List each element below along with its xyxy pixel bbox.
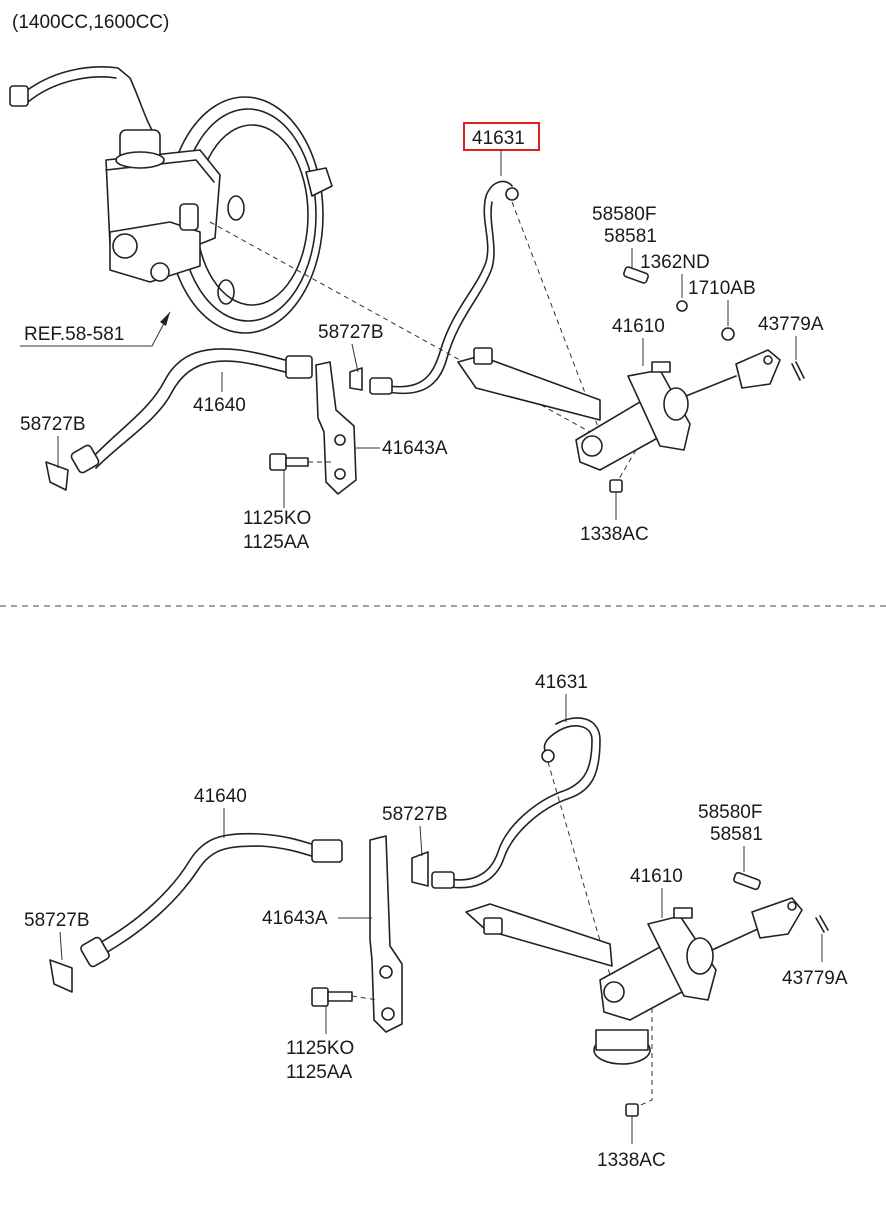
label-58727b-mid-upper: 58727B [318,322,384,343]
label-41640-upper: 41640 [193,395,246,416]
label-1125aa-upper: 1125AA [243,532,310,553]
label-1125aa-lower: 1125AA [286,1062,353,1083]
hose-41640-upper [70,348,313,474]
cotter-pin-43779a-upper [791,361,805,381]
label-41640-lower: 41640 [194,786,247,807]
ring-1710ab-upper [721,327,735,341]
label-58580f-lower: 58580F [698,802,762,823]
label-58581-upper: 58581 [604,226,657,247]
bracket-41643a-upper [315,361,357,495]
cotter-pin-43779a-lower [815,915,829,933]
label-41643a-upper: 41643A [382,438,448,459]
clip-mid-lower [411,851,429,887]
bolt-58580f-lower [733,871,761,891]
bolt-1125-lower [311,987,353,1007]
label-1710ab-upper: 1710AB [688,278,756,299]
label-41610-lower: 41610 [630,866,683,887]
upper-diagram: REF.58-581 41631 41640 58727B [9,66,824,553]
brake-booster-assembly [9,66,333,334]
clip-left-lower [49,959,73,993]
label-58727b-left-lower: 58727B [24,910,90,931]
ref-label: REF.58-581 [24,324,124,345]
label-1338ac-lower: 1338AC [597,1150,666,1171]
label-41631-upper: 41631 [472,128,525,149]
clutch-master-cylinder-upper [457,347,781,471]
engine-note: (1400CC,1600CC) [12,12,169,33]
label-1338ac-upper: 1338AC [580,524,649,545]
brake-line-41631 [369,180,519,395]
label-41610-upper: 41610 [612,316,665,337]
nut-1338ac-lower [625,1103,639,1117]
pin-1362nd-upper [676,300,688,312]
clip-mid-upper [349,367,363,391]
clutch-master-cylinder-lower [465,897,803,1065]
hose-41640-lower [80,832,343,968]
label-43779a-lower: 43779A [782,968,848,989]
label-41643a-lower: 41643A [262,908,328,929]
bracket-41643a-lower [369,835,403,1033]
label-58727b-left-upper: 58727B [20,414,86,435]
bolt-58580f-upper [623,266,649,284]
label-58581-lower: 58581 [710,824,763,845]
label-58580f-upper: 58580F [592,204,656,225]
bolt-1125-upper [269,453,309,471]
label-41631-lower: 41631 [535,672,588,693]
label-1125ko-lower: 1125KO [286,1038,354,1059]
label-58727b-mid-lower: 58727B [382,804,448,825]
label-43779a-upper: 43779A [758,314,824,335]
nut-1338ac-upper [609,479,623,493]
clip-left-upper [45,461,69,491]
lower-diagram: 41631 41640 58727B 58727B [24,672,848,1171]
label-1362nd-upper: 1362ND [640,252,710,273]
brake-line-41631-lower [431,717,601,889]
label-1125ko-upper: 1125KO [243,508,311,529]
